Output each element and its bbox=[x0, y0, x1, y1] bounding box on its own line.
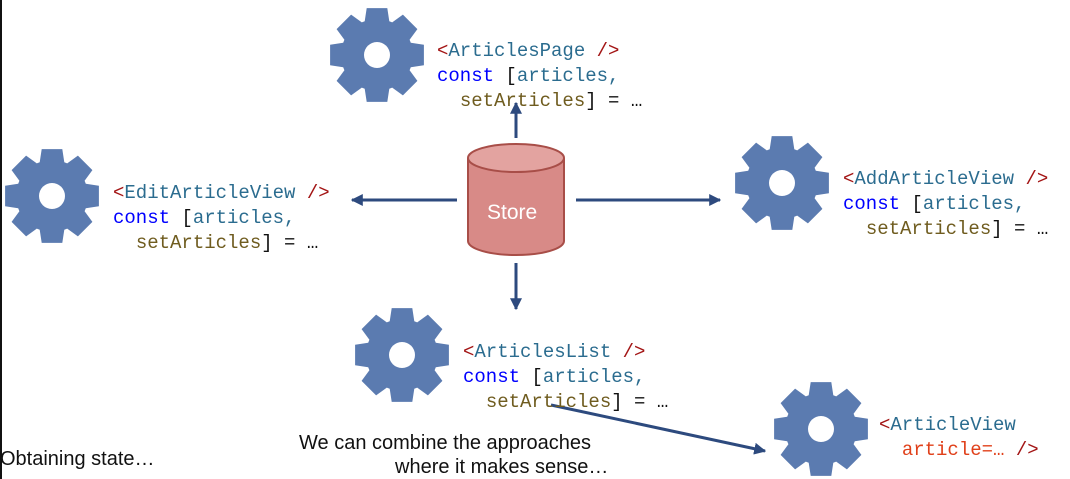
const-keyword: const bbox=[463, 366, 521, 388]
combine-caption-line2: where it makes sense… bbox=[395, 456, 609, 478]
database-icon bbox=[467, 143, 565, 256]
set-articles-fn: setArticles bbox=[135, 232, 262, 254]
edit-article-view-code: <EditArticleView /> const [articles, set… bbox=[113, 182, 330, 254]
add-article-view-tag: <AddArticleView /> bbox=[843, 168, 1049, 190]
article-view-code: <ArticleView article=… /> bbox=[879, 414, 1039, 461]
add-article-view-code: <AddArticleView /> const [articles, setA… bbox=[843, 168, 1049, 240]
articles-var: articles, bbox=[192, 207, 296, 229]
articles-list-code: <ArticlesList /> const [articles, setArt… bbox=[463, 341, 669, 413]
const-keyword: const bbox=[843, 193, 901, 215]
edit-article-view-tag: <EditArticleView /> bbox=[113, 182, 330, 204]
articles-page-tag: <ArticlesPage /> bbox=[437, 40, 620, 62]
gear-icon bbox=[355, 308, 449, 402]
const-keyword: const bbox=[113, 207, 171, 229]
gear-icon bbox=[330, 8, 424, 102]
slide-left-border bbox=[0, 0, 2, 479]
arrow-to-article-view bbox=[550, 403, 767, 455]
combine-caption-line1: We can combine the approaches bbox=[299, 432, 592, 454]
articles-var: articles, bbox=[516, 65, 620, 87]
obtaining-state-caption: Obtaining state… bbox=[0, 448, 155, 470]
gear-icon bbox=[774, 382, 868, 476]
store-label: Store bbox=[487, 201, 538, 224]
gear-icon bbox=[735, 136, 829, 230]
article-view-tag: <ArticleView bbox=[879, 414, 1016, 436]
articles-list-tag: <ArticlesList /> bbox=[463, 341, 646, 363]
set-articles-fn: setArticles bbox=[865, 218, 992, 240]
set-articles-fn: setArticles bbox=[459, 90, 586, 112]
article-prop: article=… bbox=[901, 439, 1005, 461]
set-articles-fn: setArticles bbox=[485, 391, 612, 413]
articles-var: articles, bbox=[922, 193, 1026, 215]
articles-page-code: <ArticlesPage /> const [articles, setArt… bbox=[437, 40, 643, 112]
const-keyword: const bbox=[437, 65, 495, 87]
gear-icon bbox=[5, 149, 99, 243]
articles-var: articles, bbox=[542, 366, 646, 388]
